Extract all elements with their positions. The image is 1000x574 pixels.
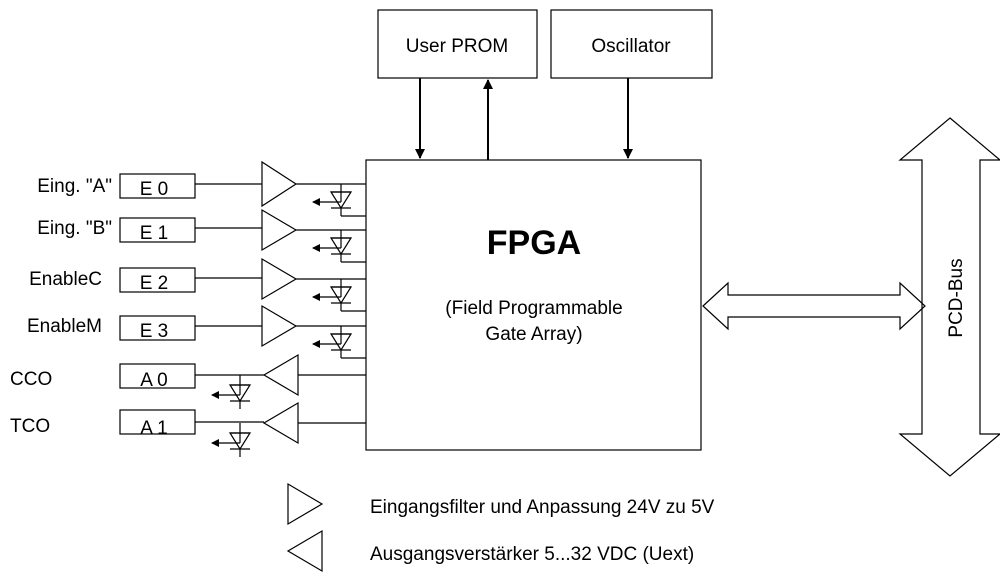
input-label-e3: EnableM [27,316,102,337]
fpga-subtitle-line2: Gate Array) [485,324,582,345]
user-prom-label: User PROM [406,36,508,57]
legend-input-filter-text: Eingangsfilter und Anpassung 24V zu 5V [370,497,715,518]
pin-e2: E 2 [140,273,169,294]
input-channel-e3: EnableM E 3 [27,304,366,359]
output-channel-a1: TCO A 1 [10,401,366,457]
pin-e1: E 1 [140,223,169,244]
pin-e3: E 3 [140,321,169,342]
oscillator-label: Oscillator [591,36,671,57]
fpga-title: FPGA [487,224,581,262]
input-channel-e2: EnableC E 2 [29,257,366,312]
input-channel-e1: Eing. "B" E 1 [37,208,366,263]
output-label-a1: TCO [10,416,50,437]
legend-output-amp-text: Ausgangsverstärker 5...32 VDC (Uext) [370,544,694,565]
pcd-bus: PCD-Bus [898,117,1000,477]
input-channel-e0: Eing. "A" E 0 [37,160,366,217]
input-label-e2: EnableC [29,269,102,290]
oscillator-block: Oscillator [550,9,713,79]
pin-a0: A 0 [140,370,167,391]
input-label-e1: Eing. "B" [37,218,112,239]
input-buffer-symbol [287,482,324,526]
pin-e0: E 0 [140,179,169,200]
fpga-subtitle-line1: (Field Programmable [445,298,622,319]
user-prom-block: User PROM [377,9,538,79]
pin-a1: A 1 [140,418,167,439]
legend-input-filter: Eingangsfilter und Anpassung 24V zu 5V [287,482,715,526]
output-driver-symbol [286,529,323,573]
output-channel-a0: CCO A 0 [10,353,366,409]
fpga-block: FPGA (Field Programmable Gate Array) [365,159,702,451]
pcd-bus-label: PCD-Bus [946,258,967,337]
fpga-bus-double-arrow [702,281,926,331]
legend-output-amp: Ausgangsverstärker 5...32 VDC (Uext) [286,529,694,573]
input-label-e0: Eing. "A" [37,176,112,197]
output-label-a0: CCO [10,369,52,390]
